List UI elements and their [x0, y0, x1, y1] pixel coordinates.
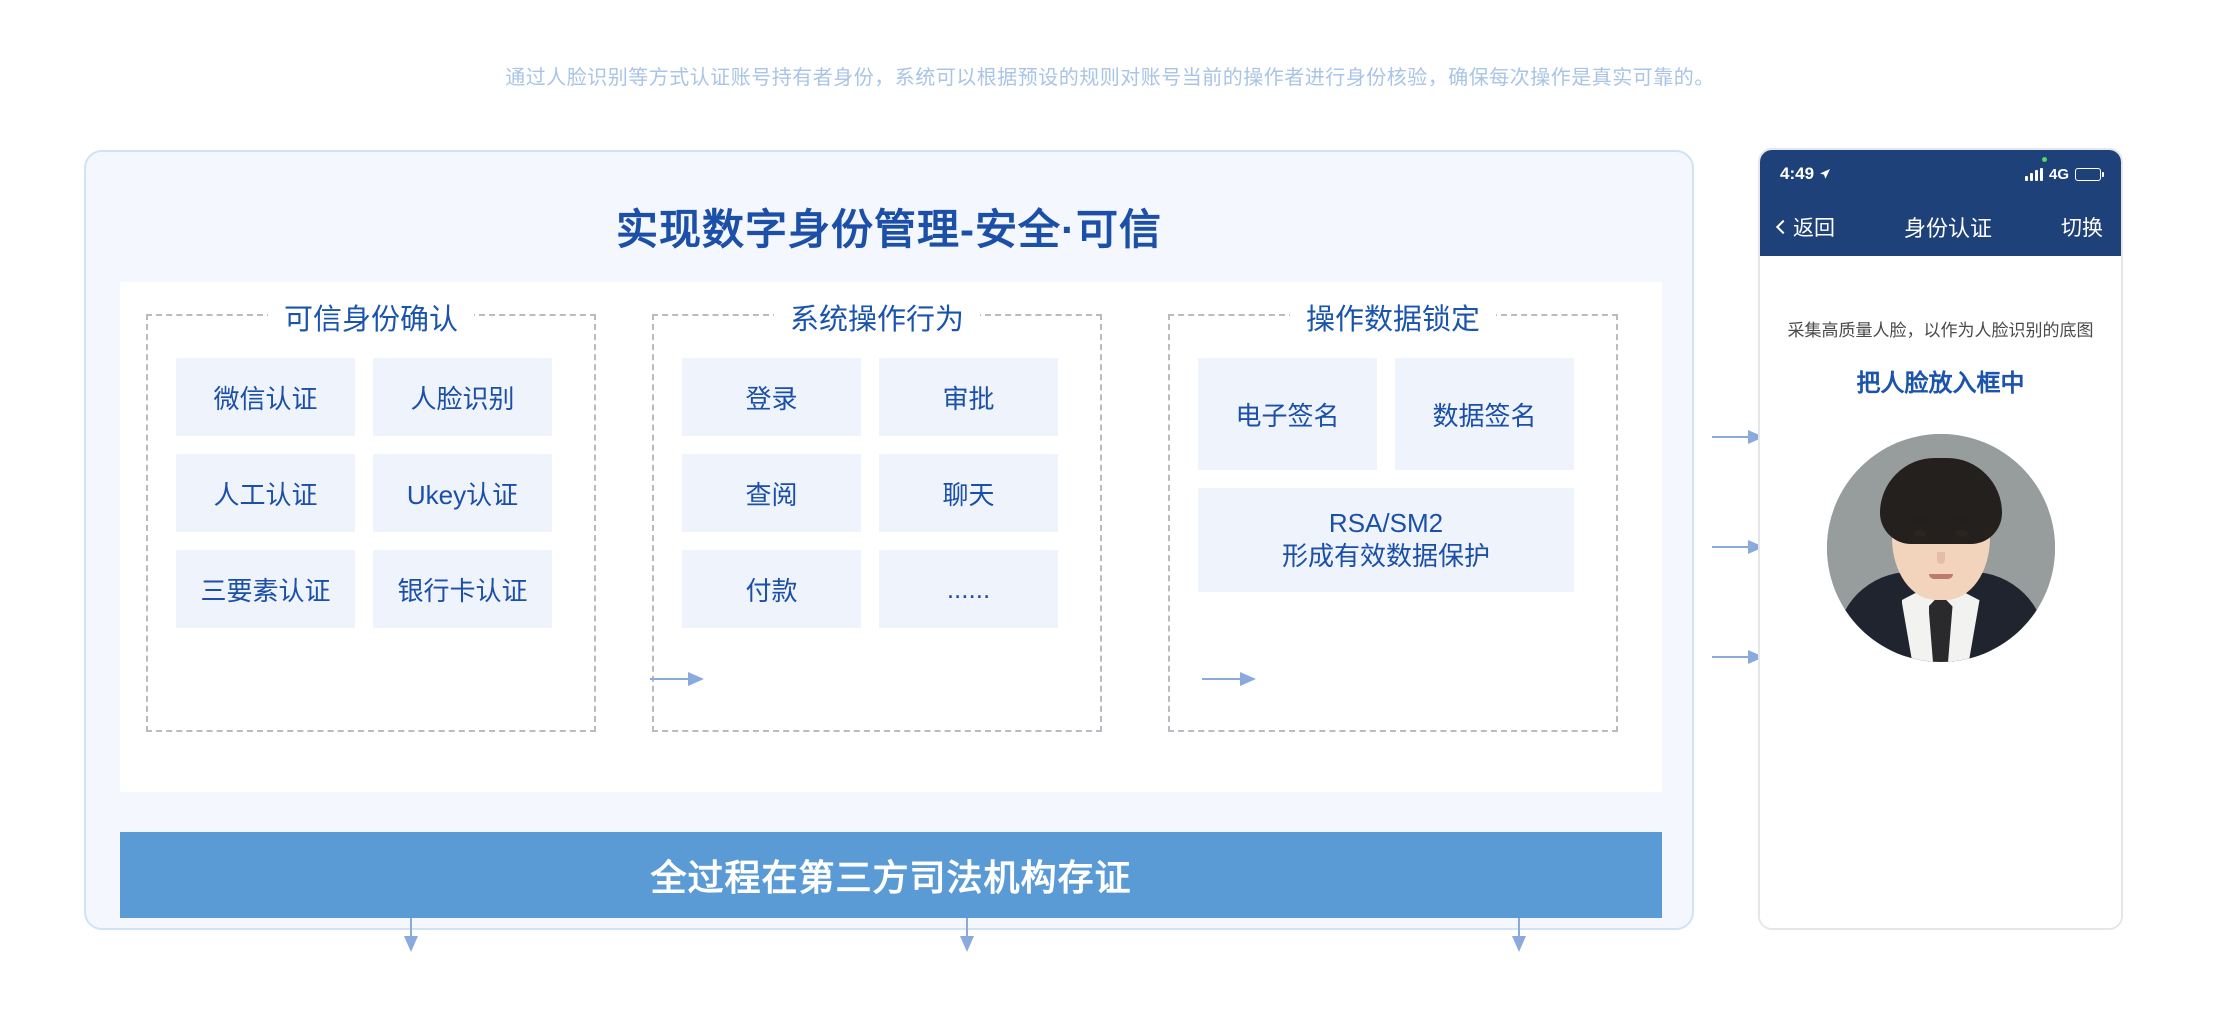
cell-item[interactable]: 人脸识别	[373, 358, 552, 436]
cell-item[interactable]: Ukey认证	[373, 454, 552, 532]
status-time: 4:49	[1780, 164, 1815, 183]
network-label: 4G	[2048, 165, 2069, 183]
arrow-head	[1512, 936, 1526, 952]
cell-item[interactable]: ......	[879, 550, 1058, 628]
group-title: 操作数据锁定	[1289, 296, 1497, 338]
cell-item[interactable]: 电子签名	[1198, 358, 1377, 470]
arrow-head	[688, 672, 704, 686]
arrow-shaft	[1712, 436, 1748, 438]
phone-screen: 4:49 4G 返回 身份认证 切换	[1760, 150, 2121, 928]
cell-item[interactable]: 登录	[682, 358, 861, 436]
group-cells: 电子签名 数据签名 RSA/SM2 形成有效数据保护	[1198, 358, 1588, 592]
cell-item[interactable]: 付款	[682, 550, 861, 628]
cell-item[interactable]: 聊天	[879, 454, 1058, 532]
group-data-locking: 操作数据锁定 电子签名 数据签名 RSA/SM2 形成有效数据保护	[1168, 296, 1618, 732]
main-panel: 实现数字身份管理-安全·可信 可信身份确认 微信认证 人脸识别 人工认证 Uke…	[84, 150, 1694, 952]
group-trusted-identity: 可信身份确认 微信认证 人脸识别 人工认证 Ukey认证 三要素认证 银行卡认证	[146, 296, 596, 732]
page-caption: 通过人脸识别等方式认证账号持有者身份，系统可以根据预设的规则对账号当前的操作者进…	[505, 67, 1715, 89]
status-left: 4:49	[1780, 164, 1831, 184]
arrow-right-icon	[650, 672, 704, 686]
location-arrow-icon	[1819, 168, 1831, 180]
capture-hint-text: 采集高质量人脸，以作为人脸识别的底图	[1787, 321, 2094, 340]
arrow-right-icon	[1712, 430, 1764, 444]
arrow-shaft	[1712, 656, 1748, 658]
arrow-right-icon	[1202, 672, 1256, 686]
back-button[interactable]: 返回	[1775, 212, 1835, 242]
cell-item[interactable]: 数据签名	[1395, 358, 1574, 470]
arrow-right-icon	[1712, 540, 1764, 554]
arrow-head	[960, 936, 974, 952]
arrow-shaft	[1712, 546, 1748, 548]
portrait-illustration	[1826, 434, 2055, 662]
cell-item[interactable]: 微信认证	[176, 358, 355, 436]
groups-row: 可信身份确认 微信认证 人脸识别 人工认证 Ukey认证 三要素认证 银行卡认证…	[120, 282, 1662, 732]
cell-line-2: 形成有效数据保护	[1281, 541, 1490, 571]
switch-button[interactable]: 切换	[2060, 217, 2103, 240]
arrow-shaft	[650, 678, 688, 680]
group-cells: 登录 审批 查阅 聊天 付款 ......	[682, 358, 1072, 628]
phone-page-title: 身份认证	[1903, 216, 1992, 241]
group-system-operations: 系统操作行为 登录 审批 查阅 聊天 付款 ......	[652, 296, 1102, 732]
phone-nav-bar: 返回 身份认证 切换	[1760, 198, 2121, 256]
cell-item-rsa[interactable]: RSA/SM2 形成有效数据保护	[1198, 488, 1574, 592]
footer-banner: 全过程在第三方司法机构存证	[120, 832, 1662, 918]
arrow-shaft	[1202, 678, 1240, 680]
cell-item[interactable]: 人工认证	[176, 454, 355, 532]
phone-mockup: 4:49 4G 返回 身份认证 切换	[1758, 148, 2123, 930]
phone-status-bar: 4:49 4G	[1760, 150, 2121, 198]
group-title: 可信身份确认	[267, 296, 475, 338]
signal-bars-icon	[2024, 167, 2043, 181]
cell-item[interactable]: 审批	[879, 358, 1058, 436]
chevron-left-icon	[1775, 219, 1791, 235]
cell-item[interactable]: 银行卡认证	[373, 550, 552, 628]
cell-item[interactable]: 查阅	[682, 454, 861, 532]
arrow-head	[404, 936, 418, 952]
arrow-right-icon	[1712, 650, 1764, 664]
cell-line-1: RSA/SM2	[1328, 507, 1444, 538]
face-portrait-photo	[1826, 434, 2055, 662]
page-title: 实现数字身份管理-安全·可信	[616, 206, 1162, 253]
status-right: 4G	[2024, 165, 2104, 183]
recording-indicator-icon	[2042, 157, 2047, 162]
back-label: 返回	[1793, 217, 1835, 240]
arrow-head	[1240, 672, 1256, 686]
group-cells: 微信认证 人脸识别 人工认证 Ukey认证 三要素认证 银行卡认证	[176, 358, 566, 628]
face-frame-instruction: 把人脸放入框中	[1856, 370, 2025, 397]
battery-charging-icon	[2075, 167, 2104, 181]
group-title: 系统操作行为	[773, 296, 981, 338]
diagram-card: 可信身份确认 微信认证 人脸识别 人工认证 Ukey认证 三要素认证 银行卡认证…	[120, 282, 1662, 952]
phone-content: 采集高质量人脸，以作为人脸识别的底图 把人脸放入框中	[1760, 256, 2121, 928]
cell-item[interactable]: 三要素认证	[176, 550, 355, 628]
